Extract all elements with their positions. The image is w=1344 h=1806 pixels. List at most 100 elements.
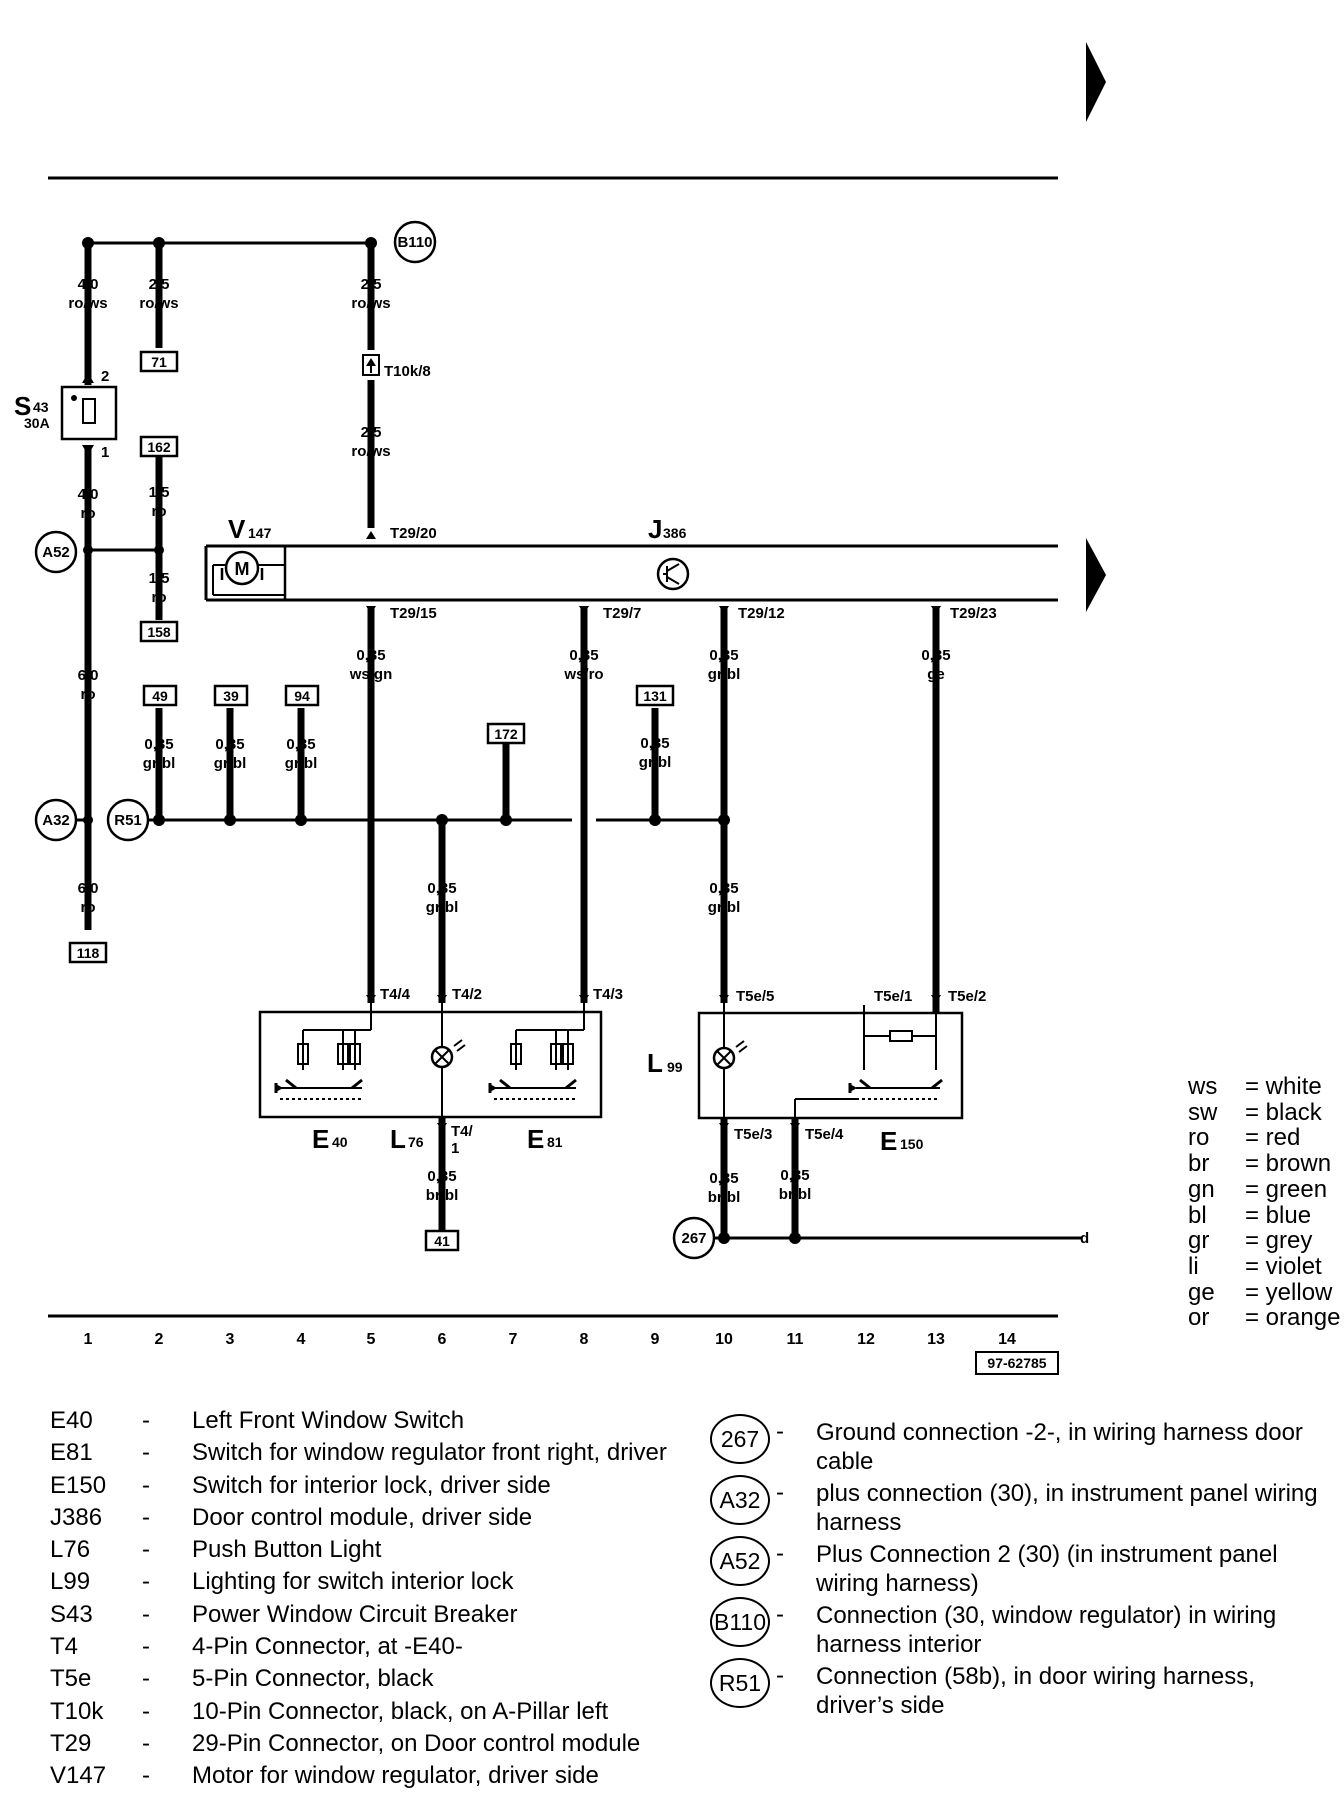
switch-module-e40-e81[interactable]: T4/4 T4/2 T4/3	[258, 986, 623, 1157]
v147-label: V	[228, 514, 246, 544]
diagram-number: 97-62785	[987, 1355, 1046, 1371]
legend-code: T4	[50, 1633, 79, 1661]
legend-code: S43	[50, 1600, 93, 1628]
j386-label-sub: 386	[663, 525, 687, 541]
circuit-breaker-s43[interactable]: 2 1 S 43 30A	[14, 368, 118, 461]
color-abbr: gr	[1188, 1227, 1210, 1255]
legend-item: L99-Lighting for switch interior lock	[50, 1566, 667, 1598]
ref-box-71[interactable]: 71	[151, 354, 167, 370]
column-number: 1	[84, 1331, 93, 1348]
pin-t29-20: T29/20	[390, 525, 437, 542]
pin-t4-2: T4/2	[452, 986, 482, 1003]
color-abbr: br	[1188, 1150, 1210, 1178]
legend-dash: -	[142, 1600, 150, 1628]
junction-dots	[82, 237, 801, 1244]
connection-267[interactable]: 267	[681, 1230, 706, 1247]
wire-color-label: gr/bl	[708, 666, 741, 683]
column-number: 11	[787, 1331, 804, 1348]
wire-size-label: 0,35	[640, 735, 669, 752]
ref-box-162[interactable]: 162	[147, 439, 171, 455]
wire-color-label: ge	[927, 666, 945, 683]
ref-box-172[interactable]: 172	[494, 726, 518, 742]
legend-desc: 10-Pin Connector, black, on A-Pillar lef…	[192, 1697, 609, 1725]
l76-label-sub: 76	[408, 1134, 424, 1150]
j386-pins: T29/20 T29/15 T29/7 T29/12 T29/23	[366, 525, 997, 622]
connection-A32[interactable]: A32	[42, 812, 70, 829]
pin-t29-23: T29/23	[950, 605, 997, 622]
door-control-module-j386[interactable]: M V 147 J 386	[204, 514, 1058, 602]
color-name: = green	[1245, 1175, 1328, 1203]
color-key-row: sw= black	[1188, 1099, 1340, 1126]
legend-dash: -	[776, 1662, 784, 1689]
legend-code: E81	[50, 1439, 93, 1467]
ref-box-118[interactable]: 118	[77, 945, 100, 961]
connection-B110[interactable]: B110	[397, 234, 432, 251]
l99-label-sub: 99	[667, 1059, 683, 1075]
legend-item: E40-Left Front Window Switch	[50, 1405, 667, 1437]
wire-size-label: 6,0	[78, 667, 99, 684]
ref-box-49[interactable]: 49	[152, 688, 168, 704]
s43-label-sub: 43	[33, 399, 49, 415]
connection-A52[interactable]: A52	[42, 544, 70, 561]
legend-item: T29-29-Pin Connector, on Door control mo…	[50, 1728, 667, 1760]
wire-size-label: 0,35	[780, 1167, 809, 1184]
wire-color-label: ro	[81, 505, 96, 522]
color-key-row: or= orange	[1188, 1305, 1340, 1331]
column-number: 4	[297, 1331, 306, 1348]
legend-dash: -	[142, 1503, 150, 1531]
page-continue-arrow-top[interactable]	[1086, 42, 1106, 122]
color-key-row: ge= yellow	[1188, 1279, 1340, 1306]
ref-box-41[interactable]: 41	[434, 1233, 450, 1249]
interior-lock-module-e150[interactable]: T5e/5 T5e/1 T5e/2 T5e/3 T5e/4 L	[647, 988, 986, 1156]
l99-label: L	[647, 1048, 663, 1078]
color-name: = brown	[1245, 1150, 1332, 1178]
legend-desc: 5-Pin Connector, black	[192, 1665, 434, 1693]
ref-box-131[interactable]: 131	[643, 688, 667, 704]
ref-box-39[interactable]: 39	[223, 688, 239, 704]
ref-box-158[interactable]: 158	[147, 624, 171, 640]
s43-pin-2: 2	[101, 368, 109, 385]
legend-item: J386-Door control module, driver side	[50, 1502, 667, 1534]
wire-size-label: 6,0	[78, 880, 99, 897]
legend-desc: 29-Pin Connector, on Door control module	[192, 1729, 641, 1757]
column-number: 14	[998, 1331, 1016, 1348]
legend-code: T5e	[50, 1665, 92, 1693]
e81-label-sub: 81	[547, 1134, 563, 1150]
column-number: 8	[580, 1331, 589, 1348]
legend-item: T10k-10-Pin Connector, black, on A-Pilla…	[50, 1696, 667, 1728]
connection-legend-desc: plus connection (30), in instrument pane…	[816, 1480, 1318, 1536]
legend-code: E150	[50, 1471, 107, 1499]
wire-color-label: ro/ws	[351, 443, 390, 460]
wire-size-label: 2,5	[361, 424, 382, 441]
motor-icon: M	[212, 550, 285, 596]
pin-t4-1: T4/	[451, 1123, 474, 1140]
wire-color-label: ro/ws	[68, 295, 107, 312]
legend-desc: Left Front Window Switch	[192, 1407, 465, 1434]
legend-dash: -	[142, 1568, 150, 1596]
wire-color-label: br/bl	[426, 1187, 459, 1204]
legend-dash: -	[142, 1762, 150, 1790]
wire-size-label: 0,35	[569, 647, 598, 664]
wire-size-label: 0,35	[709, 647, 738, 664]
t10k-label: T10k/8	[384, 363, 431, 380]
wire-size-label: 2,5	[149, 276, 170, 293]
legend-desc: Motor for window regulator, driver side	[192, 1762, 599, 1790]
wiring-diagram: 4,0 ro/ws 2,5 ro/ws 2,5 ro/ws 2,5 ro/ws …	[14, 42, 1106, 1375]
connection-R51[interactable]: R51	[114, 812, 142, 829]
page-continue-arrow-middle[interactable]	[1086, 538, 1106, 612]
j386-label: J	[648, 514, 662, 544]
wire-size-label: 4,0	[78, 276, 99, 293]
legend-item: T4- 4-Pin Connector, at -E40-	[50, 1631, 667, 1663]
legend-item: E81-Switch for window regulator front ri…	[50, 1437, 667, 1469]
column-number: 6	[438, 1331, 447, 1348]
color-abbr: ws	[1188, 1073, 1218, 1100]
color-key-row: gr = grey	[1188, 1228, 1340, 1254]
legend-dash: -	[142, 1536, 150, 1564]
e150-label: E	[880, 1126, 897, 1156]
color-name: = grey	[1245, 1227, 1313, 1255]
color-name: = orange	[1245, 1304, 1341, 1332]
legend-desc: 4-Pin Connector, at -E40-	[192, 1633, 463, 1661]
ref-box-94[interactable]: 94	[294, 688, 310, 704]
pin-t5e-5: T5e/5	[736, 988, 774, 1005]
wire-size-label: 0,35	[356, 647, 385, 664]
